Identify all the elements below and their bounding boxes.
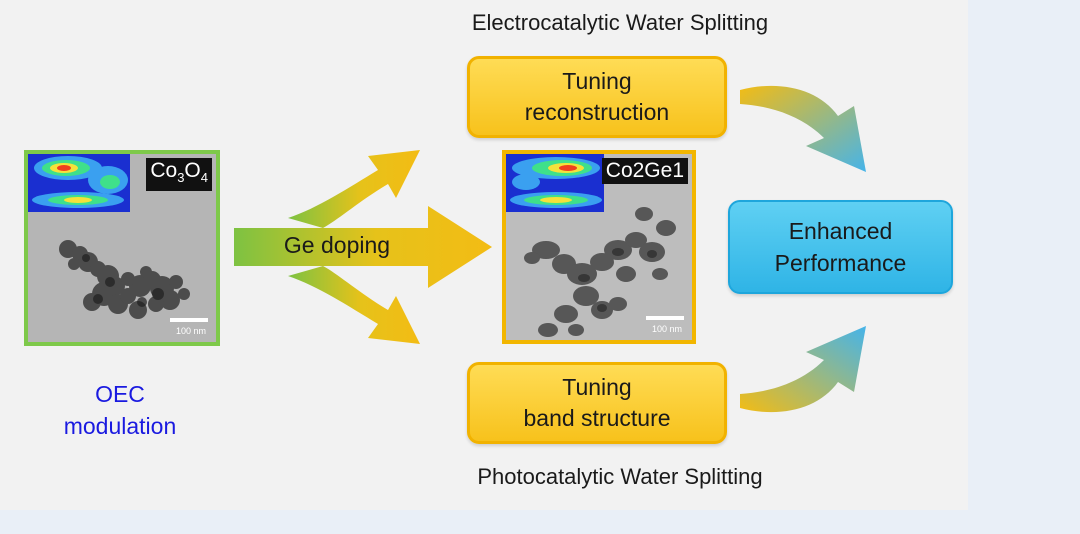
figure-canvas: Electrocatalytic Water Splitting Photoca… [24,10,953,489]
photocatalytic-title: Photocatalytic Water Splitting [477,464,763,489]
co3o4-scale-label: 100 nm [175,326,206,336]
co2ge1-micrograph: Co2Ge1 100 nm [502,150,696,344]
enhanced-performance-line1: Enhanced [788,218,893,244]
enhanced-performance-box: Enhanced Performance [728,200,953,294]
co2ge1-scale-bar [646,316,684,320]
enhanced-performance-line2: Performance [774,250,907,276]
co3o4-micrograph: Co3O4 100 nm [24,150,220,346]
tuning-reconstruction-line2: reconstruction [524,99,670,125]
co3o4-tag: Co3O4 [146,158,212,192]
co2ge1-scale-label: 100 nm [651,324,682,334]
electrocatalytic-title: Electrocatalytic Water Splitting [471,10,769,35]
tuning-reconstruction-box: Tuning reconstruction [467,56,727,138]
co3o4-scale-bar [170,318,208,322]
curved-arrow-top [740,85,866,172]
co3o4-heatmap [28,154,130,212]
tuning-band-structure-line1: Tuning [562,374,632,400]
ge-doping-label: Ge doping [283,232,391,258]
curved-arrow-bottom [740,326,866,413]
co2ge1-heatmap [506,154,604,212]
oec-modulation-caption: OEC modulation [63,381,177,439]
ge-doping-arrow [234,150,492,344]
tuning-band-structure-box: Tuning band structure [467,362,727,444]
co2ge1-tag: Co2Ge1 [601,158,688,184]
tuning-band-structure-line2: band structure [523,405,671,431]
tuning-reconstruction-line1: Tuning [562,68,632,94]
